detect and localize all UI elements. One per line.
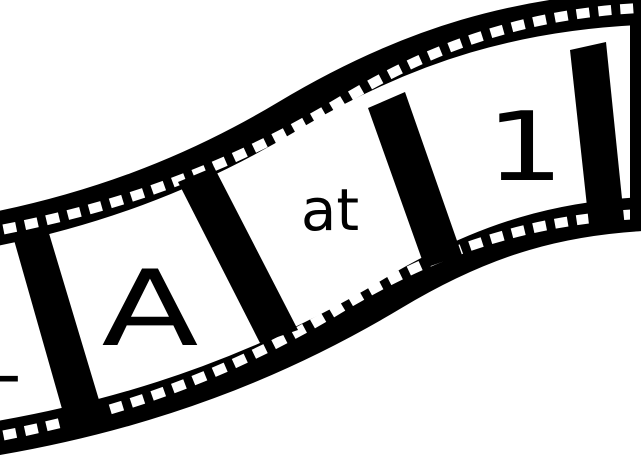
frame-text-a: A: [102, 248, 199, 370]
frame-divider: [14, 230, 105, 430]
frame-divider: [178, 167, 298, 343]
frame-text-at: at: [301, 176, 359, 244]
frame-divider: [570, 42, 625, 234]
frame-text-dash: -: [0, 333, 21, 415]
frame-divider: [630, 20, 641, 230]
frame-text-1: 1: [486, 92, 565, 202]
frame-divider: [368, 92, 462, 268]
